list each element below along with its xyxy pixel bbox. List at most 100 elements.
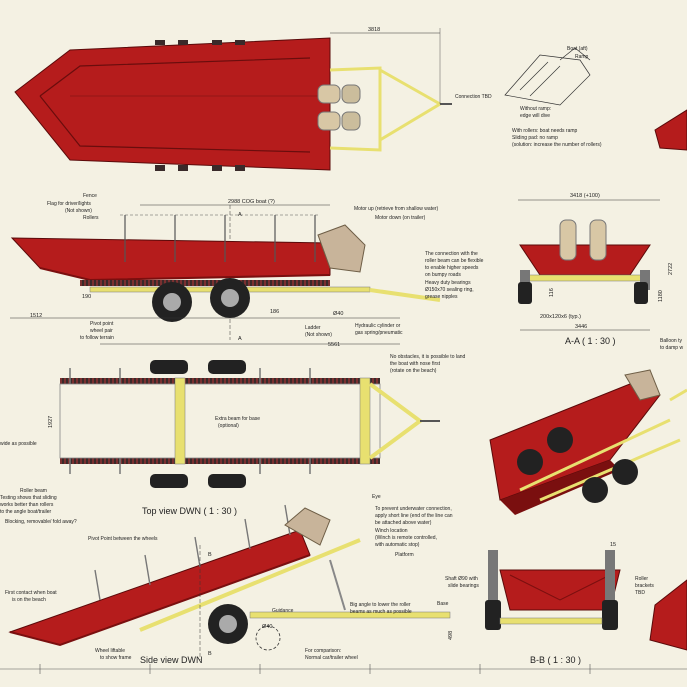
label-sliding-pad: Sliding pad: no ramp [512,135,558,141]
label-roller-brackets: Roller [635,576,648,582]
label-pivot-2: wheel pair [90,328,113,334]
label-roller-brackets-3: TBD [635,590,645,596]
label-connection: Connection TBD [455,94,492,100]
label-ladder-2: (Not shown) [305,332,332,338]
dim-116: 116 [549,288,555,297]
label-ladder: Ladder [305,325,321,331]
title-section-bb: B-B ( 1 : 30 ) [530,655,581,665]
dim-15: 15 [610,542,616,548]
dim-1180: 1180 [658,290,664,302]
dim-d40: Ø40 [333,311,343,317]
label-ramp: Ramp [575,54,589,60]
label-first-contact: First contact when boat [5,590,57,596]
label-boat-aft: Boat (aft) [567,46,588,52]
label-big-angle: Big angle to lower the roller [350,602,411,608]
dim-1927: 1927 [48,416,54,428]
label-big-angle-2: beams as much as possible [350,609,412,615]
label-prevent: To prevent underwater connection, [375,506,452,512]
label-guidance: Guidance [272,608,294,614]
dim-1512: 1512 [30,313,42,319]
label-hydraulic-2: gas spring/pneumatic [355,330,403,336]
side-view-inclined: B B Ø40 498 Side view DWN Pivot Point be… [5,494,454,665]
label-roller-brackets-2: brackets [635,583,654,589]
dim-5561: 5561 [328,342,340,348]
label-for-comparison: For comparison: [305,648,341,654]
label-blocking: Blocking, removable/ fold away? [5,519,77,525]
boat-hull-plan [14,37,331,171]
dim-190: 190 [82,294,91,300]
label-conn-roller: The connection with the [425,251,478,257]
label-conn-roller-2: roller beam can be flexible [425,258,484,264]
marker-b-top: B [208,552,212,558]
label-pivot-wheels: Pivot Point between the wheels [88,536,158,542]
label-roller-beam: Roller beam [20,488,47,494]
label-bearings: Heavy duty bearings [425,280,471,286]
label-extra-beam: Extra beam for base [215,416,260,422]
ramp-sketch: Boat (aft) Ramp Without ramp: edge will … [504,46,602,148]
label-hydraulic: Hydraulic cylinder or [355,323,401,329]
dim-cog: 2988 COG boat (?) [228,199,275,205]
plan-view-boat: 3818 Connection TBD [14,27,492,171]
label-prevent-2: apply short line (end of the line can [375,513,453,519]
label-bearings-3: grease nipples [425,294,458,300]
label-prevent-3: be attached above water) [375,520,432,526]
label-wheel-liftable: Wheel liftable [95,648,125,654]
label-motor-up: Motor up (retrieve from shallow water) [354,206,439,212]
perspective-view [489,369,687,515]
label-no-obstacles: No obstacles, it is possible to land [390,354,466,360]
label-shaft-2: slide bearings [448,583,479,589]
section-a-a: 3418 (+100) 3446 200x120x6 (typ.) 2722 1… [425,193,683,351]
title-section-aa: A-A ( 1 : 30 ) [565,336,616,346]
dim-d40-bottom: Ø40 [262,624,272,630]
label-testing-2: works better than rollers [0,502,54,508]
label-edge-dive: edge will dive [520,113,550,119]
label-platform: Platform [395,552,414,558]
marker-a-bottom: A [238,336,242,342]
label-no-obstacles-2: the boat with nose first [390,361,441,367]
label-pivot: Pivot point [90,321,114,327]
label-eye: Eye [372,494,381,500]
title-top-view: Top view DWN ( 1 : 30 ) [142,506,237,516]
dim-3418: 3418 (+100) [570,193,600,199]
label-first-contact-2: is on the beach [12,597,46,603]
side-view: A A 1512 5561 190 2988 COG boat (?) Ø40 … [10,193,441,348]
label-no-obstacles-3: (rotate on the beach) [390,368,437,374]
label-fence: Fence [83,193,97,199]
label-winch-2: (Winch is remote controlled, [375,535,437,541]
dim-186: 186 [270,309,279,315]
label-testing-3: to the angle boat/trailer [0,509,51,515]
label-base: Base [437,601,449,607]
dim-top-length: 3818 [368,27,380,33]
label-motor-down: Motor down (on trailer) [375,215,426,221]
label-winch-3: with automatic stop) [375,542,420,548]
label-balloon: Balloon ty [660,338,682,344]
label-conn-roller-4: on bumpy roads [425,272,461,278]
section-b-b: 15 B-B ( 1 : 30 ) Shaft Ø90 with slide b… [445,542,687,665]
label-solution: (solution: increase the number of roller… [512,142,602,148]
dim-2722: 2722 [668,263,674,275]
dim-498: 498 [448,631,454,640]
label-winch: Winch location [375,528,408,534]
dim-roller-spec: 200x120x6 (typ.) [540,314,581,320]
partial-boat-right [654,109,687,151]
dim-3446: 3446 [575,324,587,330]
title-side-view: Side view DWN [140,655,203,665]
label-bearings-2: Ø150x70 sealing ring, [425,287,474,293]
marker-b-bottom: B [208,651,212,657]
label-not-shown: (Not shown) [65,208,92,214]
label-with-rollers: With rollers: boat needs ramp [512,128,578,134]
label-testing: Testing shows that sliding [0,495,57,501]
label-balloon-2: to damp w [660,345,683,351]
label-optional: (optional) [218,423,239,429]
label-rollers: Rollers [83,215,99,221]
label-wheel-liftable-2: to show frame [100,655,132,661]
label-for-comparison-2: Normal car/trailer wheel [305,655,358,661]
label-wide: wide as possible [0,441,37,447]
label-shaft: Shaft Ø90 with [445,576,478,582]
sheet-border [0,664,687,674]
top-view: 1927 Top view DWN ( 1 : 30 ) Extra beam … [0,354,466,525]
label-flag: Flag for driver/lights [47,201,91,207]
label-pivot-3: to follow terrain [80,335,114,341]
label-conn-roller-3: to enable higher speeds [425,265,479,271]
